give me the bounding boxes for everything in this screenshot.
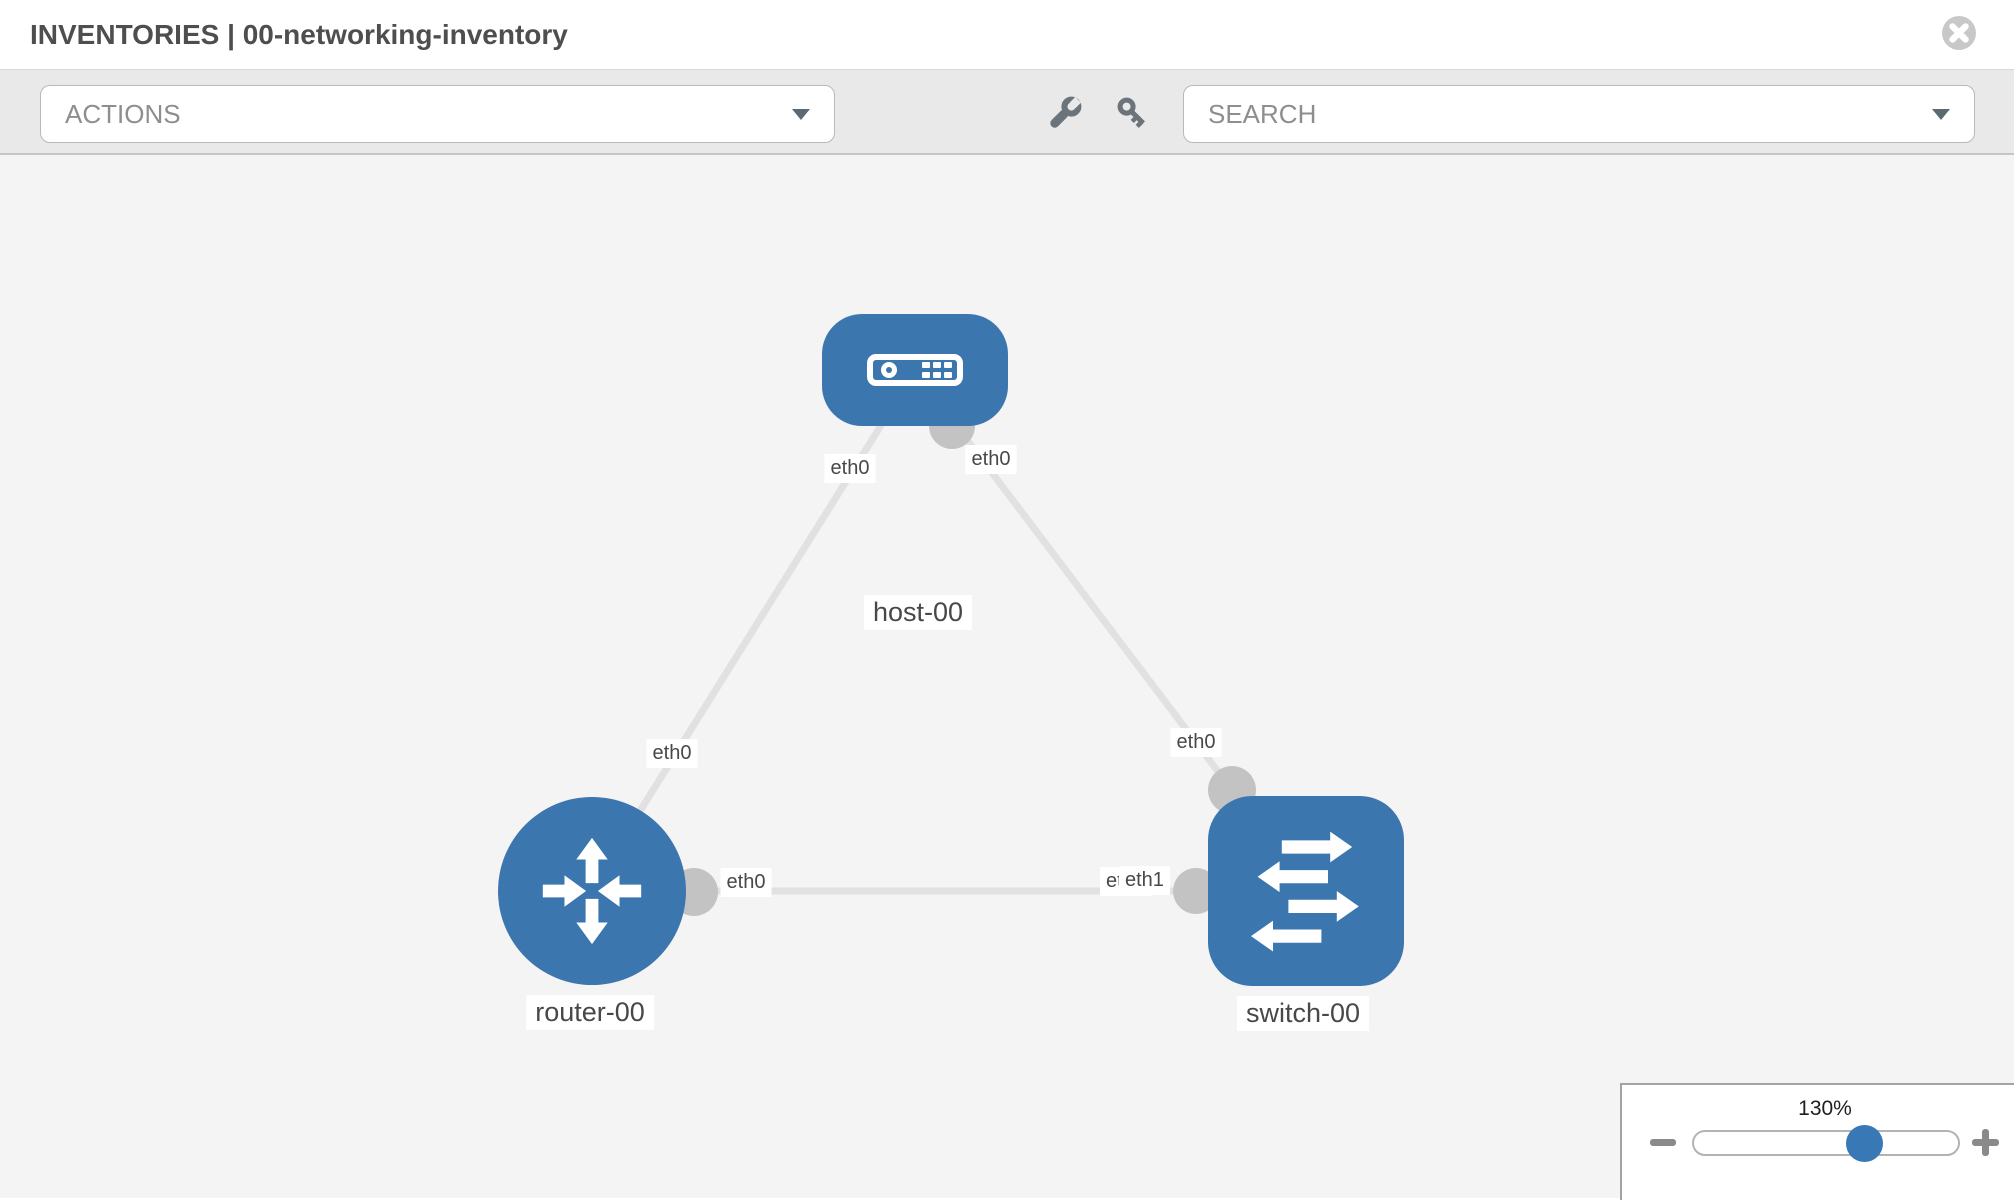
interface-label: eth0 [965, 445, 1017, 474]
close-button[interactable] [1941, 15, 1977, 51]
toolbar: ACTIONS SEARCH [0, 70, 2014, 155]
interface-label: eth0 [720, 868, 772, 897]
page-title: INVENTORIES | 00-networking-inventory [30, 18, 568, 50]
interface-label: eth1 [1119, 866, 1170, 895]
actions-dropdown[interactable]: ACTIONS [40, 85, 835, 143]
router-icon [542, 837, 642, 945]
node-switch-00[interactable] [1208, 796, 1404, 986]
interface-label: eth0 [1170, 728, 1222, 757]
wrench-icon[interactable] [1044, 94, 1084, 134]
node-label: host-00 [863, 595, 973, 630]
plus-icon [1982, 1129, 1989, 1156]
key-icon[interactable] [1114, 94, 1154, 134]
search-dropdown[interactable]: SEARCH [1183, 85, 1975, 143]
header: INVENTORIES | 00-networking-inventory [0, 0, 2014, 70]
chevron-down-icon [792, 108, 810, 120]
zoom-out-button[interactable] [1650, 1139, 1676, 1146]
close-icon [1942, 16, 1976, 50]
node-router-00[interactable] [498, 797, 686, 985]
actions-dropdown-label: ACTIONS [65, 98, 181, 129]
zoom-panel: 130% [1620, 1083, 2014, 1200]
interface-connector [1173, 868, 1219, 914]
zoom-in-button[interactable] [1972, 1129, 1999, 1156]
zoom-slider[interactable] [1692, 1125, 1960, 1162]
node-label: router-00 [526, 995, 654, 1030]
zoom-level: 130% [1798, 1097, 1852, 1120]
zoom-slider-knob[interactable] [1846, 1125, 1883, 1162]
node-host-00[interactable] [822, 314, 1008, 426]
interface-label: eth0 [646, 739, 698, 768]
host-icon [867, 354, 963, 386]
chevron-down-icon [1932, 108, 1950, 120]
switch-icon [1251, 831, 1359, 952]
search-dropdown-label: SEARCH [1208, 98, 1317, 129]
node-label: switch-00 [1236, 996, 1370, 1031]
interface-label: eth0 [824, 454, 876, 483]
topology-canvas[interactable]: host-00 router-00 switch-00 eth0 eth0 et… [0, 155, 2014, 1200]
